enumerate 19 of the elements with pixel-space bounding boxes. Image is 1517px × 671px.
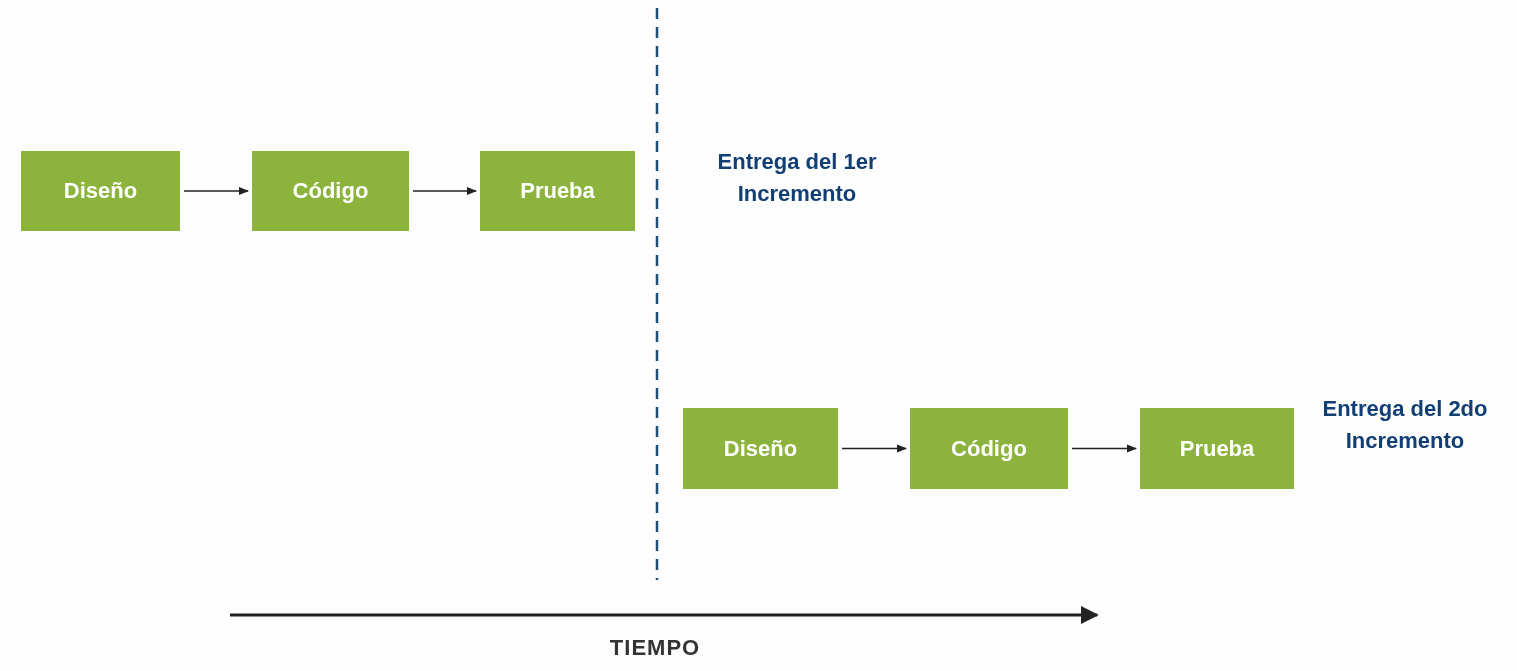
process-box xyxy=(252,151,409,231)
milestone-label: Entrega del 2do Incremento xyxy=(1321,395,1489,455)
box-label: Prueba xyxy=(520,178,595,204)
arrow xyxy=(841,444,908,453)
arrow xyxy=(412,186,478,196)
process-box xyxy=(910,408,1068,489)
milestone-label: Entrega del 1er Incremento xyxy=(716,148,878,208)
process-box xyxy=(480,151,635,231)
arrow xyxy=(1071,444,1138,453)
process-box xyxy=(21,151,180,231)
arrow xyxy=(183,186,250,196)
axis-label: TIEMPO xyxy=(608,634,702,662)
box-label: Código xyxy=(292,178,369,204)
box-label: Diseño xyxy=(723,435,798,462)
box-label: Código xyxy=(951,435,1027,462)
process-box xyxy=(683,408,838,489)
box-label: Prueba xyxy=(1179,435,1255,462)
process-box xyxy=(1140,408,1294,489)
box-label: Diseño xyxy=(63,178,138,204)
